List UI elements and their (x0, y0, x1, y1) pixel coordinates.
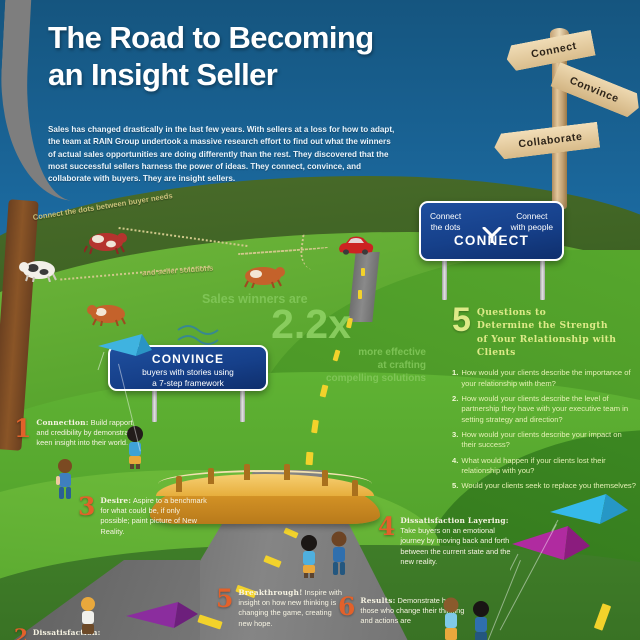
kite-blue (96, 332, 156, 377)
page-title-line2: an Insight Seller (48, 56, 278, 92)
person-figure (76, 596, 100, 640)
step-label: Dissatisfaction: (32, 628, 101, 637)
step-number: 6 (338, 592, 356, 621)
step-text: Dissatisfaction Layering: Take buyers on… (400, 516, 511, 566)
person-figure (468, 600, 494, 640)
bridge-post (208, 468, 214, 484)
step-label: Results: (360, 596, 396, 605)
questions-number: 5 (452, 301, 471, 339)
connect-sign-leg (540, 258, 545, 300)
person-figure (326, 530, 352, 581)
step-label: Desire: (100, 496, 132, 505)
statistic-tail: more effective at crafting compelling so… (325, 346, 426, 384)
squiggle-decoration (176, 320, 226, 353)
convince-sign-leg (152, 388, 157, 422)
page-title-line1: The Road to Becoming (48, 20, 374, 55)
bridge-post (322, 470, 328, 486)
connect-sign-right-text: Connect with people (510, 211, 553, 232)
convince-sign-subtitle: buyers with stories using a 7-step frame… (142, 367, 234, 388)
questions-header: 5 Questions to Determine the Strength of… (452, 301, 638, 359)
bridge-post (352, 480, 358, 496)
statistic-block: Sales winners are 2.2x more effective at… (196, 292, 426, 385)
statistic-lead: Sales winners are (202, 292, 308, 306)
question-item: 5. Would your clients seek to replace yo… (452, 481, 636, 491)
step-number: 2 (14, 624, 28, 640)
step-label: Connection: (36, 418, 89, 427)
cow-illustration (240, 262, 286, 293)
road-dash (358, 290, 362, 299)
step-6-results: 6 Results: Demonstrate how those who cha… (338, 592, 465, 627)
bridge-post (244, 464, 250, 480)
person-figure (438, 596, 464, 640)
questions-title: Questions to Determine the Strength of Y… (476, 307, 617, 359)
question-item: 4. What would happen if your clients los… (452, 455, 606, 475)
step-1-connection: 1 Connection: Build rapport and credibil… (14, 414, 144, 449)
convince-sign-title: CONVINCE (151, 352, 225, 366)
road-dash (305, 451, 314, 466)
step-text: Desire: Aspire to a benchmark for what c… (100, 496, 207, 536)
step-text: Breakthrough! Inspire with insight on ho… (238, 588, 342, 628)
step-number: 5 (216, 584, 234, 613)
step-number: 4 (378, 512, 396, 541)
intro-paragraph: Sales has changed drastically in the las… (48, 125, 395, 184)
step-2-dissatisfaction-cutoff: 2 Dissatisfaction: (14, 624, 141, 640)
road-dash (361, 268, 365, 276)
step-label: Breakthrough! (238, 588, 303, 597)
road-fork-icon (481, 226, 503, 248)
person-figure (122, 425, 148, 474)
bridge-post (284, 464, 290, 480)
cow-illustration (86, 300, 130, 331)
questions-panel: 5 Questions to Determine the Strength of… (452, 301, 638, 492)
cow-illustration (18, 256, 60, 287)
red-car-illustration (337, 234, 375, 261)
step-5-breakthrough: 5 Breakthrough! Inspire with insight on … (216, 584, 346, 629)
step-4-dissatisfaction-layering: 4 Dissatisfaction Layering: Take buyers … (378, 512, 518, 567)
person-figure (52, 458, 78, 505)
step-number: 3 (78, 492, 96, 521)
connect-sign-rows: Connect the dots Connect with people (421, 203, 562, 232)
bridge-post (176, 476, 182, 492)
step-number: 1 (14, 414, 32, 443)
step-text: Dissatisfaction: (33, 628, 141, 640)
question-item: 3. How would your clients describe your … (452, 429, 622, 450)
connect-sign-left-text: Connect the dots (430, 211, 462, 232)
kite-purple-bottom (122, 598, 202, 640)
step-3-desire: 3 Desire: Aspire to a benchmark for what… (78, 492, 208, 537)
convince-sign-leg (240, 388, 245, 422)
questions-list: 1. How would your clients describe the i… (452, 368, 638, 491)
question-item: 1. How would your clients describe the i… (452, 368, 631, 388)
step-text: Results: Demonstrate how those who chang… (360, 596, 465, 626)
step-text: Connection: Build rapport and credibilit… (36, 418, 141, 448)
page-title: The Road to Becoming an Insight Seller (48, 20, 448, 93)
person-figure (296, 534, 322, 583)
bridge-railing (158, 470, 372, 484)
statistic-number: 2.2x (271, 301, 351, 347)
connect-sign-leg (442, 258, 447, 300)
cow-illustration (83, 228, 128, 259)
wooden-signpost: Connect Convince Collaborate (500, 16, 630, 209)
signpost-arrow-collaborate: Collaborate (493, 122, 600, 161)
question-item: 2. How would your clients describe the l… (452, 394, 629, 424)
connect-road-sign: Connect the dots Connect with people CON… (419, 201, 564, 261)
step-label: Dissatisfaction Layering: (400, 516, 509, 525)
